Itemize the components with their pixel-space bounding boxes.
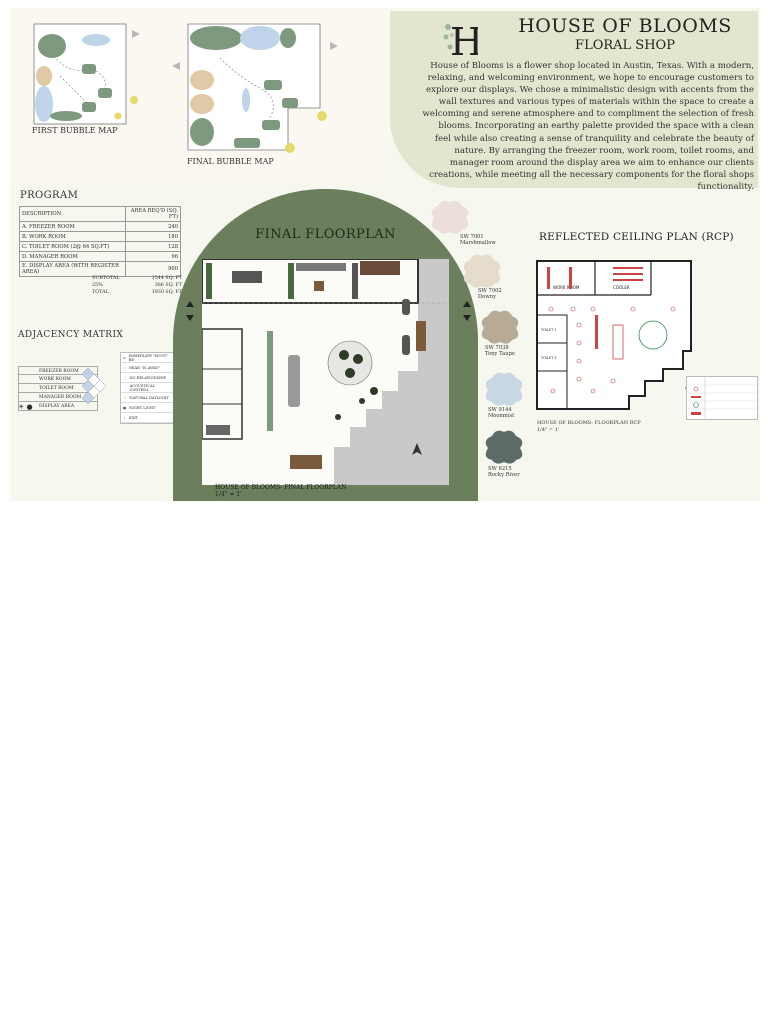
adjacency-row: MANAGER ROOM [18, 393, 98, 402]
legend-item: ⋮ACOUSTICAL CONTROL [121, 383, 173, 393]
program-heading: PROGRAM [20, 190, 79, 201]
swatch-marshmallow [431, 200, 469, 234]
percent-row: 25%386 SQ. FT [92, 283, 182, 288]
final-bubble-map-label: FINAL BUBBLE MAP [187, 157, 274, 166]
title-block: H HOUSE OF BLOOMS FLORAL SHOP House of B… [390, 11, 758, 192]
bubble-manager-room [190, 118, 214, 146]
floorplan-arch: FINAL FLOORPLAN [173, 189, 478, 501]
planter-display [327, 340, 373, 386]
bubble-work [82, 34, 110, 46]
swatch-rocky-river [485, 430, 523, 464]
floorplan-heading: FINAL FLOORPLAN [255, 227, 396, 242]
bubble-toilet-1 [190, 70, 214, 90]
rcp-drawing: WORK ROOM COOLER TOILET 1 TOILET 2 [536, 260, 693, 410]
adjacency-matrix: FREEZER ROOM WORK ROOM TOILET ROOM MANAG… [18, 366, 98, 411]
svg-text:TOILET 2: TOILET 2 [540, 356, 557, 360]
legend-item: ◇NEAR "IS AWAY" [121, 363, 173, 373]
legend-item: ☀NATURAL DAYLIGHT [121, 393, 173, 403]
table-row: E. DISPLAY AREA (WITH REGISTER AREA)900 [19, 261, 182, 277]
adjacency-icons: ☀ ● [18, 403, 33, 411]
final-bubble-map [172, 23, 338, 153]
page-title: HOUSE OF BLOOMS [518, 15, 732, 37]
swatch-downy [463, 254, 501, 288]
arrow-down-icon [463, 301, 471, 321]
bubble-entry [280, 28, 296, 48]
legend-item: ●NIGHT LIGHT [121, 403, 173, 413]
arrow-up-icon [186, 301, 194, 321]
sun-icon [285, 143, 295, 153]
rcp-caption: HOUSE OF BLOOMS- FLOORPLAN RCP 1/4" = 1' [537, 420, 641, 433]
bubble-freezer [35, 86, 53, 122]
rcp-legend [686, 376, 758, 420]
legend-item: ◆IMMEDIATE "MUST" BE [121, 353, 173, 363]
adjacency-row: FREEZER ROOM [18, 366, 98, 375]
adjacency-diamonds [81, 367, 107, 405]
project-description: House of Blooms is a flower shop located… [422, 61, 754, 192]
program-table: DESCRIPTION AREA REQ'D (SQ. FT) A. FREEZ… [19, 206, 182, 277]
swatch-tony-taupe [481, 310, 519, 344]
adjacency-heading: ADJACENCY MATRIX [18, 330, 124, 340]
final-floorplan-drawing [202, 259, 449, 485]
bubble-freezer [240, 26, 280, 50]
bubble-manager [38, 34, 66, 58]
page-subtitle: FLORAL SHOP [575, 38, 675, 53]
svg-text:TOILET 1: TOILET 1 [540, 328, 557, 332]
sun-icon [114, 112, 122, 120]
sun-icon [317, 111, 327, 121]
swatch-moonmist [485, 372, 523, 406]
bubble-display-a [36, 66, 52, 86]
bubble-toilet [50, 111, 82, 121]
bubble-toilet-2 [190, 94, 214, 114]
svg-text:COOLER: COOLER [613, 285, 630, 290]
sun-icon [130, 96, 138, 104]
bubble-work-room [190, 26, 242, 50]
adjacency-row: DISPLAY AREA [18, 402, 98, 411]
floorplan-caption: HOUSE OF BLOOMS- FINAL FLOORPLAN 1/4" = … [215, 484, 347, 498]
presentation-board: FIRST BUBBLE MAP FINAL BUBBLE MAP [10, 8, 760, 501]
svg-text:WORK ROOM: WORK ROOM [553, 285, 580, 290]
north-arrow-icon [412, 443, 422, 455]
legend-item: □NO RELATIONSHIP [121, 373, 173, 383]
bubble-map-panel: FIRST BUBBLE MAP FINAL BUBBLE MAP [10, 8, 390, 183]
rcp-heading: REFLECTED CEILING PLAN (RCP) [539, 231, 734, 243]
first-bubble-map [33, 23, 140, 125]
table-header-row: DESCRIPTION AREA REQ'D (SQ. FT) [19, 206, 182, 222]
first-bubble-map-label: FIRST BUBBLE MAP [32, 126, 118, 135]
legend-item: ⇧EXIT [121, 413, 173, 423]
svg-text:H: H [450, 20, 478, 59]
flower-logo-icon: H [443, 20, 478, 59]
adjacency-legend: ◆IMMEDIATE "MUST" BE ◇NEAR "IS AWAY" □NO… [120, 352, 174, 424]
table-row: C. TOILET ROOM (2@ 64 SQ.FT)128 [19, 241, 182, 252]
